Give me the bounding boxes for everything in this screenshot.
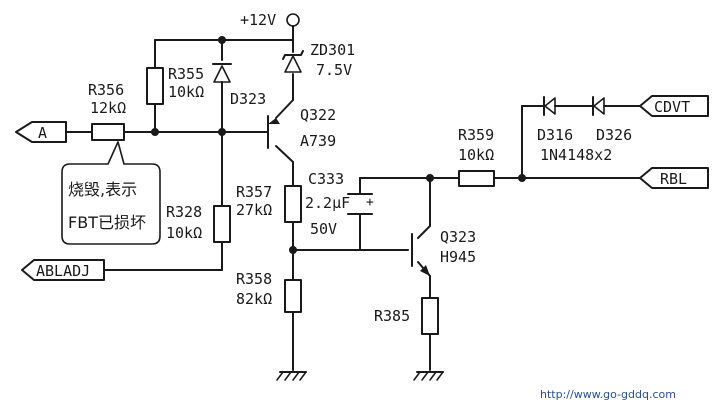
- ground-right: [413, 371, 444, 381]
- annotation-line1: 烧毁,表示: [68, 180, 137, 199]
- q323-ref: Q323: [440, 228, 476, 246]
- r328-ref: R328: [166, 203, 202, 221]
- zener-zd301: ZD301 7.5V: [282, 41, 355, 79]
- r359-value: 10kΩ: [458, 146, 494, 164]
- annotation-line2: FBT已损坏: [68, 213, 146, 232]
- zd301-ref: ZD301: [310, 41, 355, 59]
- port-cdvt: CDVT: [639, 95, 709, 117]
- port-a-label: A: [38, 124, 47, 142]
- resistor-r359: R359 10kΩ: [458, 126, 495, 187]
- ground-left: [276, 371, 307, 381]
- resistor-r356: R356 12kΩ: [88, 81, 126, 141]
- c333-voltage: 50V: [310, 220, 337, 238]
- r357-ref: R357: [236, 183, 272, 201]
- diode-d323: D323: [212, 63, 266, 108]
- diode-d326: D326 1N4148x2: [540, 96, 632, 164]
- transistor-q322: Q322 A739: [268, 106, 336, 150]
- resistor-r357: R357 27kΩ: [236, 183, 302, 223]
- q323-value: H945: [440, 248, 476, 266]
- resistor-r385: R385: [374, 297, 439, 335]
- port-a: A: [15, 121, 67, 143]
- capacitor-c333: + C333 2.2μF 50V: [305, 170, 374, 238]
- resistor-r358: R358 82kΩ: [236, 270, 302, 313]
- watermark-url: http://www.go-gddq.com: [540, 388, 676, 401]
- zd301-value: 7.5V: [316, 61, 352, 79]
- d323-ref: D323: [230, 90, 266, 108]
- c333-ref: C333: [308, 170, 344, 188]
- d326-ref: D326: [596, 126, 632, 144]
- r359-ref: R359: [458, 126, 494, 144]
- d326-value: 1N4148x2: [540, 146, 612, 164]
- port-cdvt-label: CDVT: [654, 98, 690, 116]
- port-rbl-label: RBL: [660, 170, 687, 188]
- r358-value: 82kΩ: [236, 290, 272, 308]
- r355-value: 10kΩ: [168, 83, 204, 101]
- r328-value: 10kΩ: [166, 224, 202, 242]
- svg-text:+: +: [366, 195, 374, 210]
- port-rbl: RBL: [639, 167, 709, 189]
- port-abladj: ABLADJ: [21, 259, 105, 281]
- resistor-r328: R328 10kΩ: [166, 203, 231, 243]
- r357-value: 27kΩ: [236, 201, 272, 219]
- annotation-callout: 烧毁,表示 FBT已损坏: [61, 141, 161, 245]
- r356-value: 12kΩ: [90, 99, 126, 117]
- supply-label: +12V: [240, 11, 276, 29]
- wires: [65, 25, 641, 371]
- r356-ref: R356: [88, 81, 124, 99]
- c333-value: 2.2μF: [305, 194, 350, 212]
- ground-symbols: [276, 371, 444, 381]
- r358-ref: R358: [236, 270, 272, 288]
- resistor-r355: R355 10kΩ: [146, 65, 204, 105]
- r355-ref: R355: [168, 65, 204, 83]
- r385-ref: R385: [374, 307, 410, 325]
- port-abladj-label: ABLADJ: [36, 262, 90, 280]
- d316-ref: D316: [537, 126, 573, 144]
- q322-ref: Q322: [300, 106, 336, 124]
- diode-d316: D316: [537, 96, 573, 144]
- transistor-q323: Q323 H945: [420, 228, 476, 276]
- supply-terminal: +12V: [240, 11, 300, 29]
- junction-dots: [151, 36, 526, 254]
- q322-value: A739: [300, 132, 336, 150]
